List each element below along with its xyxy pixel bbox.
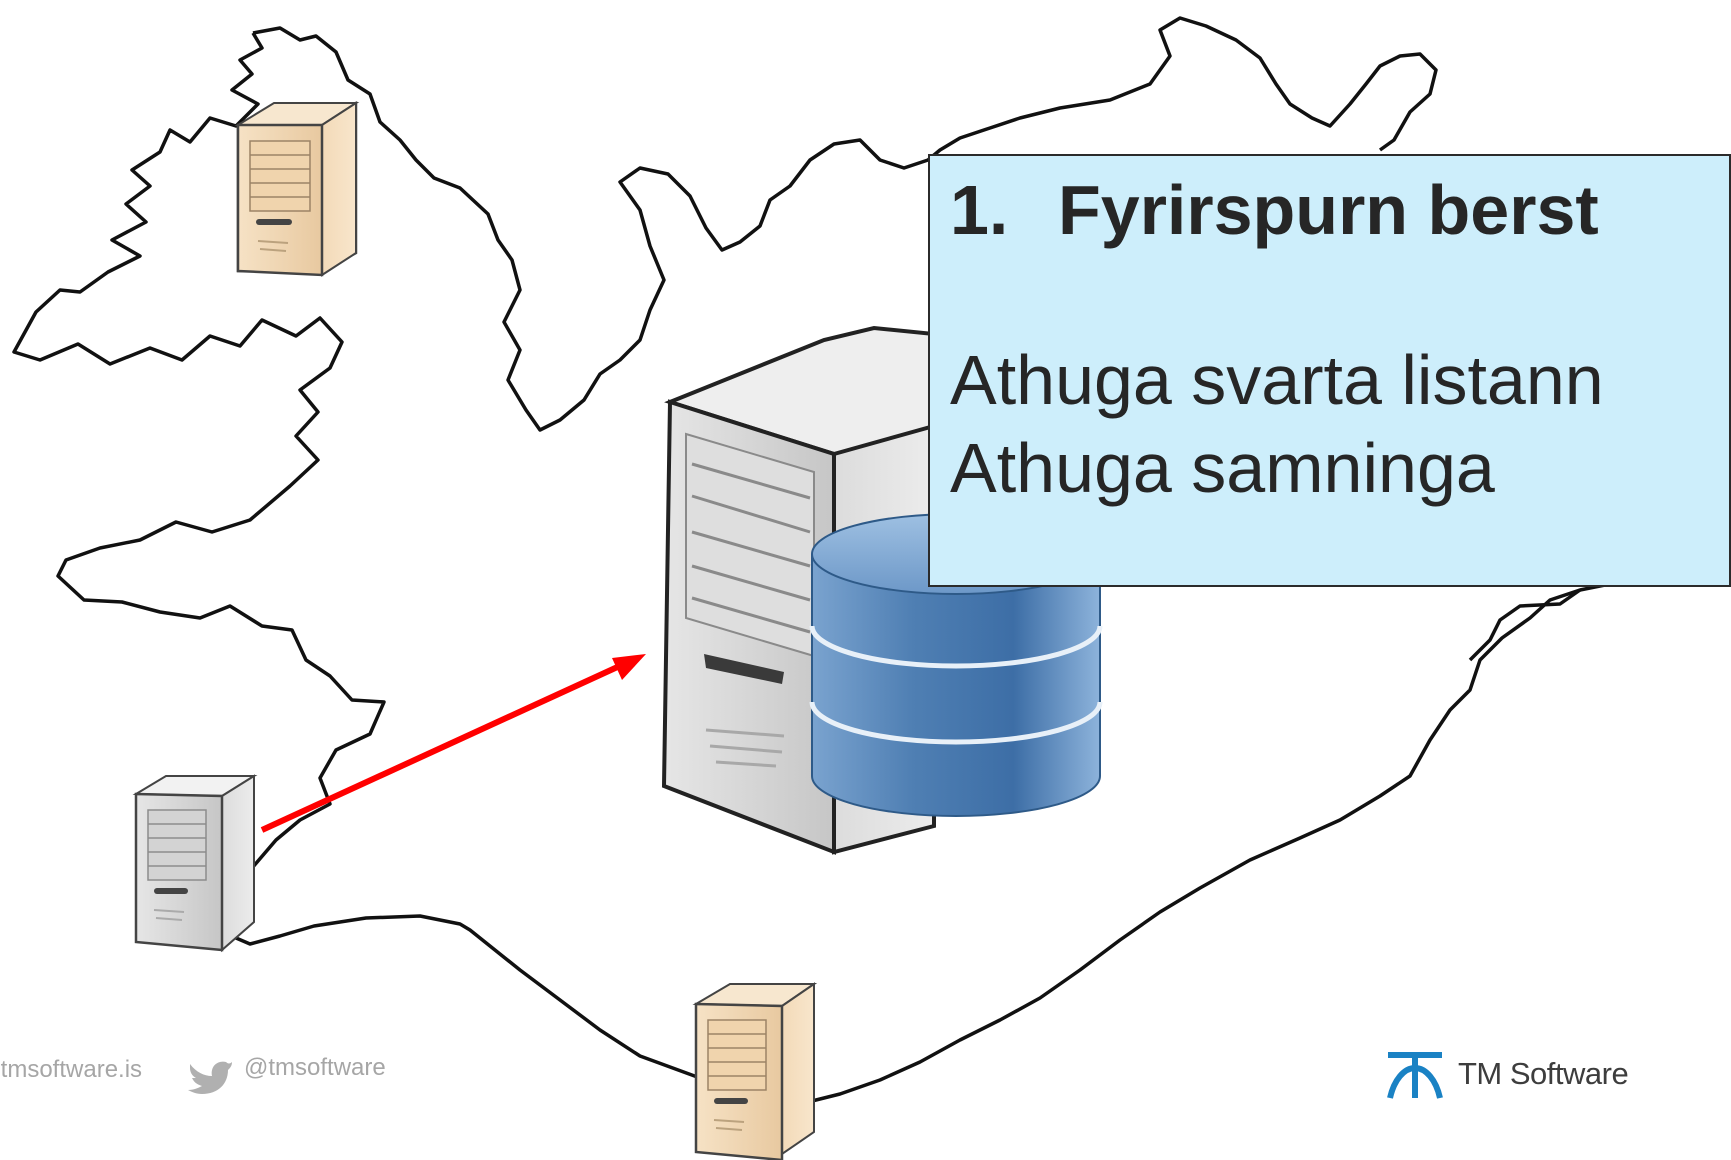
twitter-bird-icon [188, 1061, 232, 1094]
footer-website[interactable]: w.tmsoftware.is [0, 1056, 143, 1083]
callout-lines: Athuga svarta listann Athuga samninga [950, 336, 1729, 512]
iceland-coastline-east [1468, 588, 1582, 662]
brand: TM Software [1386, 1048, 1629, 1100]
iceland-coastline [12, 32, 1621, 1106]
server-icon [132, 774, 258, 953]
iceland-coastline-north [252, 16, 1438, 432]
step-title: Fyrirspurn berst [1058, 171, 1599, 249]
server-icon [692, 982, 818, 1160]
step-callout: 1. Fyrirspurn berst Athuga svarta listann… [928, 154, 1731, 587]
step-number: 1. [950, 171, 1009, 249]
callout-line: Athuga samninga [950, 429, 1495, 507]
callout-line: Athuga svarta listann [950, 341, 1604, 419]
tm-software-logo [1387, 1052, 1443, 1099]
footer-twitter[interactable]: @tmsoftware [188, 1050, 386, 1086]
brand-name: TM Software [1458, 1056, 1629, 1091]
callout-heading: 1. Fyrirspurn berst [950, 168, 1729, 252]
request-arrow [260, 654, 646, 833]
twitter-handle[interactable]: @tmsoftware [244, 1054, 386, 1081]
server-icon [234, 101, 360, 277]
